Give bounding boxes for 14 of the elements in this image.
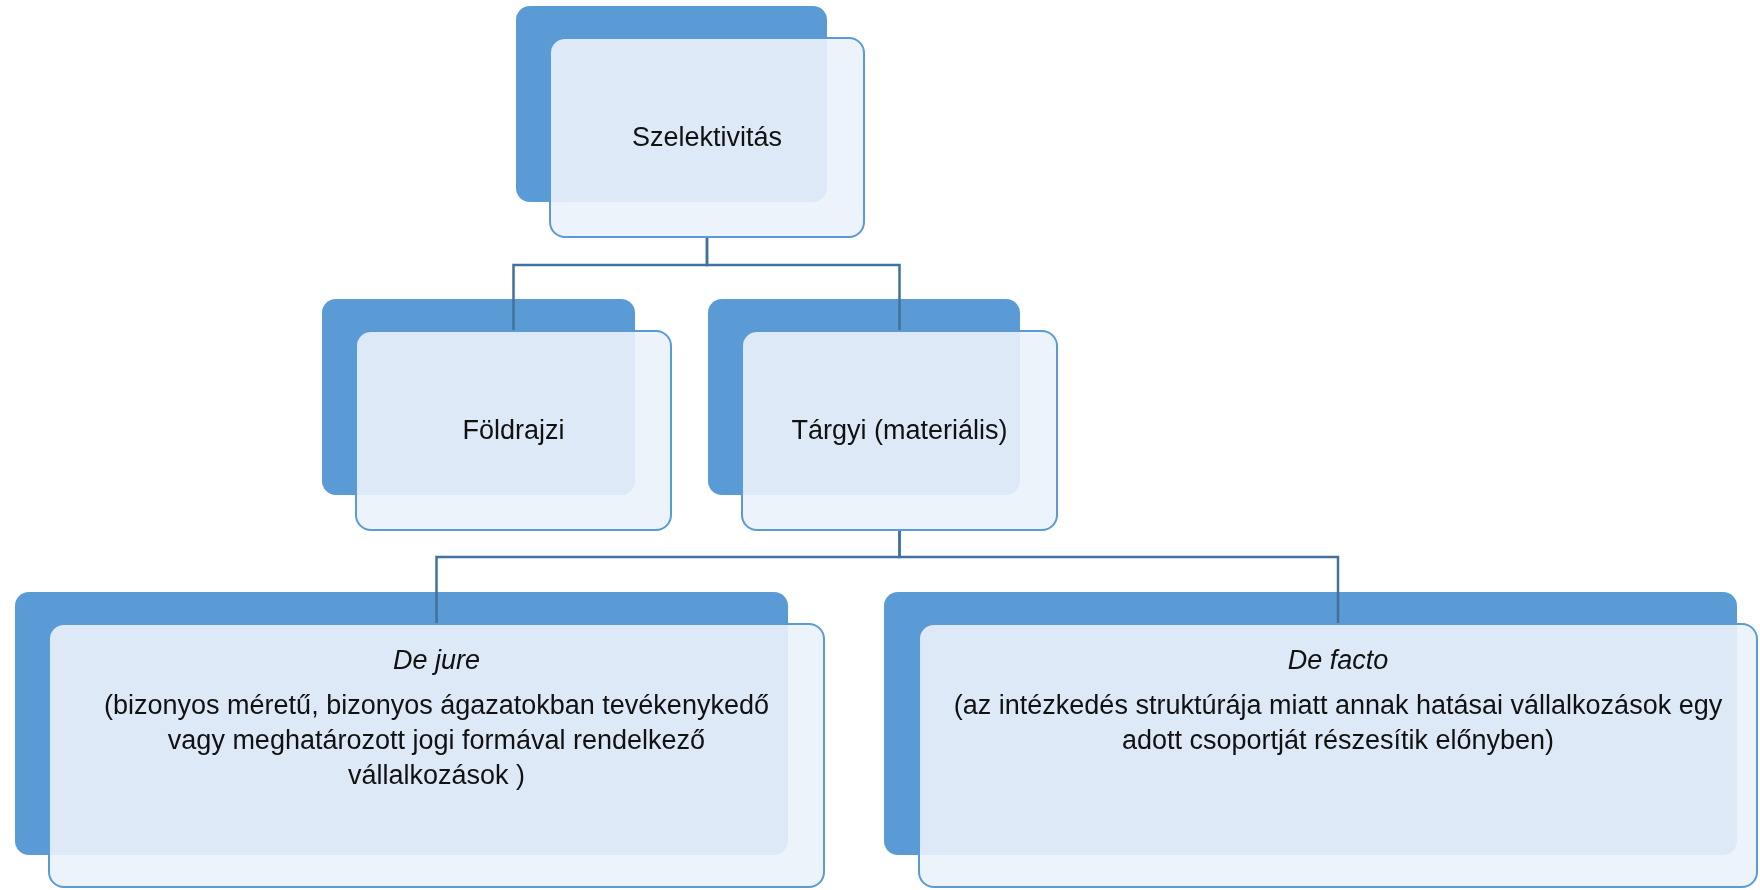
box-description: (bizonyos méretű, bizonyos ágazatokban tevékenykedő vagy meghatározott jogi formával rendelkező vállalkozások ) xyxy=(103,689,770,793)
category-box xyxy=(355,330,672,531)
category-box xyxy=(48,623,825,888)
category-box xyxy=(918,623,1758,888)
connector-line xyxy=(705,238,901,330)
box-label: Szelektivitás xyxy=(631,120,783,154)
category-box xyxy=(549,37,865,238)
category-box xyxy=(741,330,1058,531)
box-heading: De facto xyxy=(1287,644,1389,677)
connector-line xyxy=(898,531,1340,623)
box-label: Tárgyi (materiális) xyxy=(791,413,1008,447)
box-label: Földrajzi xyxy=(462,413,565,447)
box-heading: De jure xyxy=(392,644,480,677)
box-description: (az intézkedés struktúrája miatt annak hatásai vállalkozások egy adott csoportját részesítik előnyben) xyxy=(952,689,1724,758)
